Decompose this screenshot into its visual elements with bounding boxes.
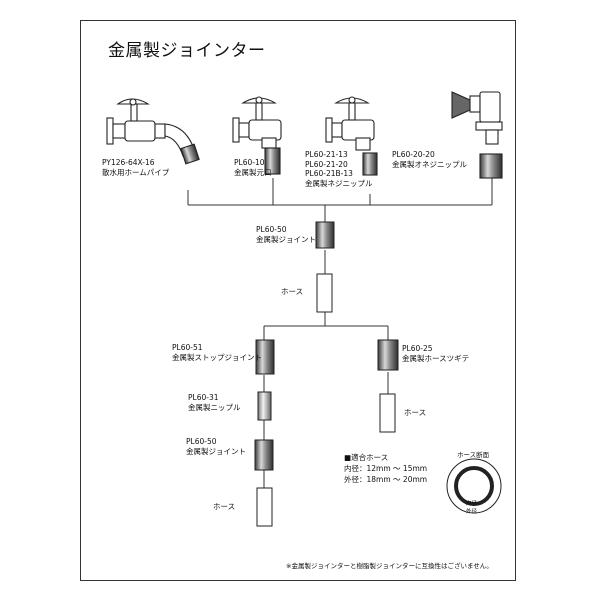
label-hose-1: ホース — [281, 287, 304, 296]
label-hose-tsugite: PL60-25 金属製ホースツギテ — [402, 344, 470, 363]
valve-onejinipple-icon — [451, 91, 503, 179]
spec-heading: ■適合ホース — [344, 453, 389, 462]
stop-joint-icon — [255, 339, 275, 375]
connection-lines — [187, 178, 493, 488]
spec-outer-diameter: 外径：18mm 〜 20mm — [344, 475, 428, 484]
joint-bottom-icon — [254, 439, 274, 471]
cross-section-outer-label: 外径 — [466, 509, 478, 515]
cross-section-inner-label: 内径 — [466, 501, 478, 507]
hose-1-icon — [316, 273, 333, 313]
cross-section-title: ホース断面 — [457, 451, 490, 459]
label-valve-onejinipple: PL60-20-20 金属製オネジニップル — [392, 150, 467, 169]
hose-spec: ■適合ホース 内径：12mm 〜 15mm 外径：18mm 〜 20mm — [344, 452, 427, 485]
page-title: 金属製ジョインター — [108, 41, 266, 61]
joint-top-icon — [315, 221, 335, 249]
label-faucet-hose-pipe: PY126-64X-16 散水用ホームパイプ — [102, 158, 170, 177]
label-hose-2: ホース — [404, 408, 427, 417]
faucet-hose-pipe-icon — [106, 98, 200, 165]
label-nipple: PL60-31 金属製ニップル — [188, 393, 241, 412]
label-stop-joint: PL60-51 金属製ストップジョイント — [172, 343, 262, 362]
spec-inner-diameter: 内径：12mm 〜 15mm — [344, 464, 428, 473]
compatibility-note: ※金属製ジョインターと樹脂製ジョインターに互換性はございません。 — [286, 562, 493, 570]
label-joint-top: PL60-50 金属製ジョイント — [256, 225, 316, 244]
faucet-mouth-icon — [232, 96, 282, 175]
label-hose-3: ホース — [213, 502, 236, 511]
hose-2-icon — [379, 393, 396, 433]
hose-3-icon — [256, 487, 273, 527]
label-faucet-nejinipple: PL60-21-13 PL60-21-20 PL60-21B-13 金属製ネジニ… — [305, 150, 373, 188]
label-joint-bottom: PL60-50 金属製ジョイント — [186, 437, 246, 456]
hose-tsugite-icon — [377, 339, 399, 371]
faucet-nejinipple-icon — [325, 96, 378, 176]
nipple-icon — [257, 391, 272, 421]
label-faucet-mouth: PL60-10 金属製元口 — [234, 158, 272, 177]
diagram-frame — [80, 20, 516, 581]
hose-cross-section-icon — [446, 458, 502, 514]
